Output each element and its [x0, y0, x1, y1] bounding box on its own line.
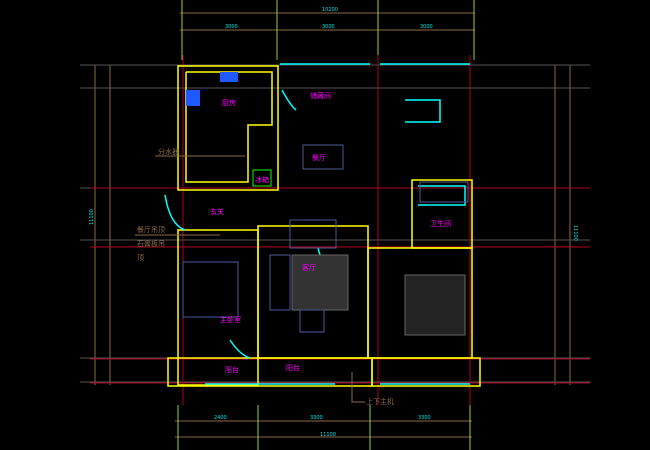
room-label-kitchen: 厨房 [222, 98, 236, 107]
furniture [182, 144, 469, 336]
room-label-entry: 玄关 [210, 207, 224, 216]
room-label-storage: 储藏间 [310, 91, 331, 100]
note-ceiling-2: 石膏板吊 [137, 239, 165, 248]
axis-lines [90, 55, 590, 405]
dim-bottom-3: 3300 [418, 415, 431, 421]
appliances [186, 72, 272, 187]
dim-right-total: 11100 [572, 225, 578, 241]
room-label-bathroom: 卫生间 [430, 219, 451, 228]
walls [167, 65, 481, 387]
room-labels: 厨房 储藏间 餐厅 冰箱 玄关 卫生间 主卧室 客厅 阳台 阳台 [210, 91, 451, 374]
dim-top-total: 10200 [322, 7, 338, 13]
dimension-texts: 10200 3000 3000 3000 2400 3300 3300 1110… [89, 7, 578, 438]
dim-bottom-2: 3300 [310, 415, 323, 421]
dim-bottom-total: 11100 [320, 432, 336, 438]
dim-bottom-1: 2400 [214, 415, 227, 421]
note-ceiling-1: 餐厅吊顶 [137, 225, 165, 234]
dimension-lines [80, 12, 590, 438]
windows [164, 63, 470, 385]
dim-top-3: 3000 [420, 24, 433, 30]
room-label-living: 客厅 [302, 263, 316, 272]
dim-top-2: 3000 [322, 24, 335, 30]
note-water-distributor: 分水器 [158, 147, 179, 156]
room-label-master-bedroom: 主卧室 [220, 315, 241, 324]
extension-lines [177, 0, 475, 450]
room-label-dining: 餐厅 [312, 153, 326, 162]
room-label-balcony-left: 阳台 [225, 365, 239, 374]
room-label-fridge: 冰箱 [255, 175, 269, 184]
dim-top-1: 3000 [225, 24, 238, 30]
notes: 分水器 餐厅吊顶 石膏板吊 顶 上下主机 [135, 147, 394, 406]
room-label-balcony-right: 阳台 [286, 363, 300, 372]
note-ceiling-3: 顶 [137, 254, 144, 262]
note-host-unit: 上下主机 [366, 397, 394, 406]
dim-left-total: 11100 [89, 209, 95, 225]
